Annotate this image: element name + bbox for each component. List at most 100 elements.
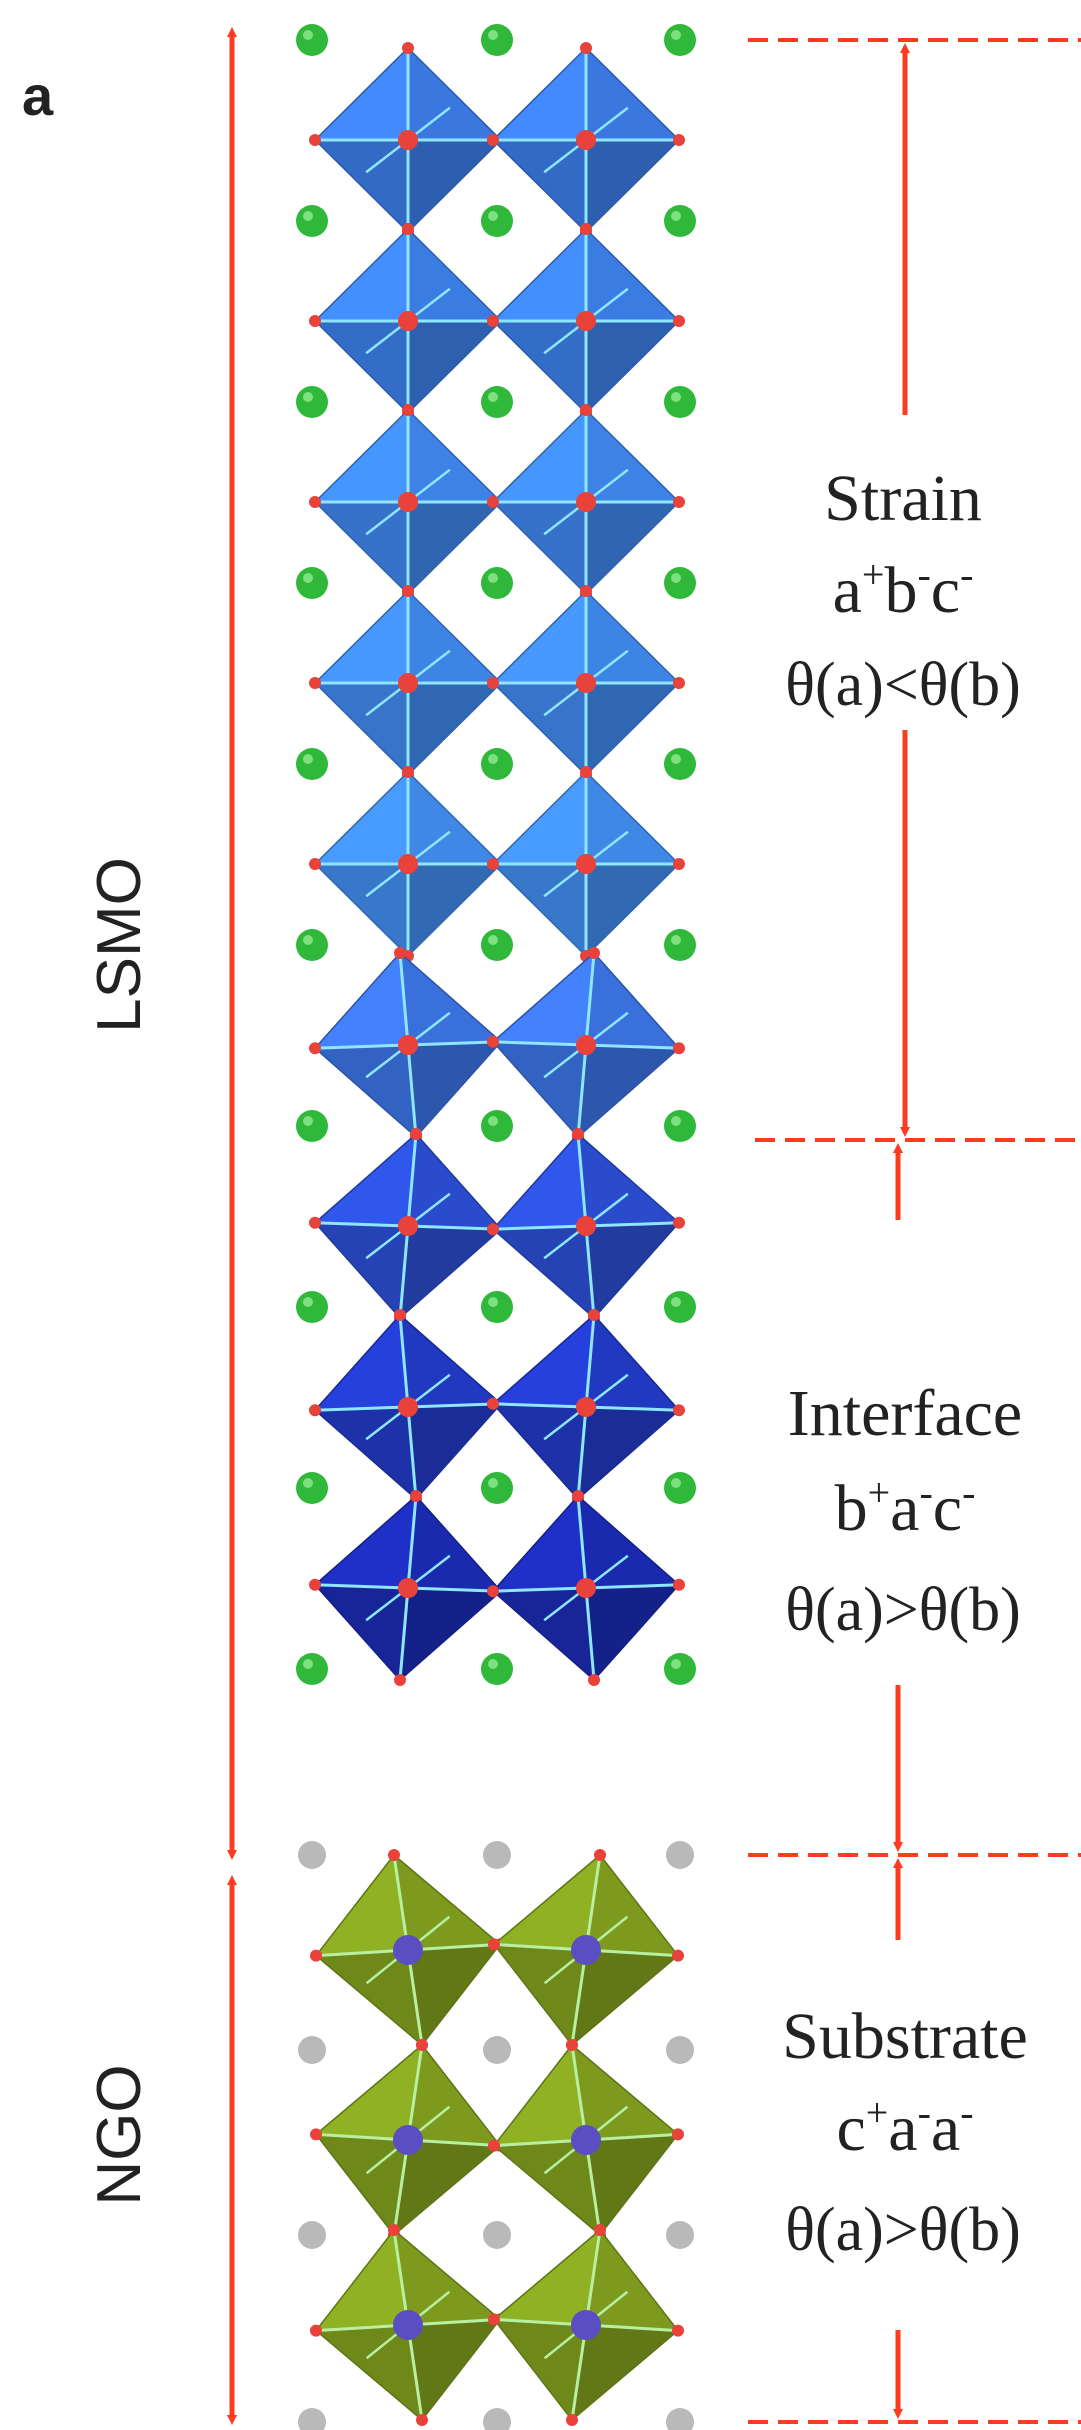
strain-title: Strain xyxy=(824,462,982,535)
octahedron-face xyxy=(313,408,409,503)
octahedron-face xyxy=(407,2318,502,2422)
octahedron-face xyxy=(407,770,503,865)
bond xyxy=(584,1314,596,1408)
oxygen-atom xyxy=(673,134,685,146)
bond xyxy=(492,1040,587,1047)
octahedron-face xyxy=(577,1044,681,1139)
atom-highlight xyxy=(671,30,681,40)
a-site-atom xyxy=(481,386,513,418)
octahedron-face xyxy=(491,1494,587,1593)
oxygen-atom xyxy=(673,858,685,870)
oxygen-atom xyxy=(402,404,414,416)
a-site-atom xyxy=(298,2221,326,2249)
a-site-atom xyxy=(664,929,696,961)
oxygen-atom xyxy=(672,2324,684,2337)
bond xyxy=(570,2324,588,2421)
oxygen-atom xyxy=(588,1309,600,1321)
octahedron-face xyxy=(585,408,681,503)
bond xyxy=(392,2229,410,2326)
bond xyxy=(585,2132,679,2142)
bond xyxy=(406,2324,424,2421)
octahedron-face xyxy=(313,1494,417,1589)
a-site-atom xyxy=(481,1472,513,1504)
a-site-atom xyxy=(483,2408,511,2430)
octahedron-face xyxy=(313,1406,417,1501)
bond xyxy=(392,1854,410,1951)
a-site-atom xyxy=(483,2221,511,2249)
atom-highlight xyxy=(488,573,498,583)
bond xyxy=(406,1133,418,1227)
oxygen-atom xyxy=(487,1585,499,1598)
atom-highlight xyxy=(303,211,313,221)
bond xyxy=(407,2138,501,2148)
a-site-atom xyxy=(296,205,328,237)
oxygen-atom xyxy=(309,677,321,689)
b-site-atom xyxy=(571,2310,601,2340)
oxygen-atom xyxy=(594,2224,606,2236)
bond xyxy=(314,1405,409,1412)
b-site-atom xyxy=(393,2125,423,2155)
octahedron-face xyxy=(313,1044,417,1139)
octahedron-face xyxy=(399,1313,503,1408)
bond xyxy=(407,1586,502,1593)
b-site-atom xyxy=(398,311,418,331)
oxygen-atom xyxy=(580,42,592,54)
a-site-atom xyxy=(296,1110,328,1142)
bond xyxy=(492,1586,587,1593)
bond xyxy=(584,1854,602,1951)
octahedron-face xyxy=(577,1132,681,1227)
oxygen-atom xyxy=(572,1128,584,1140)
a-site-atom xyxy=(664,24,696,56)
b-site-atom xyxy=(571,2125,601,2155)
octahedron-face xyxy=(585,227,681,322)
bond xyxy=(493,2317,587,2327)
oxygen-atom xyxy=(566,2414,578,2426)
octahedron-face xyxy=(491,1313,595,1408)
oxygen-atom xyxy=(672,2128,684,2141)
oxygen-atom xyxy=(487,677,499,689)
b-site-atom xyxy=(571,1935,601,1965)
bond xyxy=(493,2138,587,2148)
octahedron-face xyxy=(313,1313,409,1412)
a-site-atom xyxy=(296,386,328,418)
bond xyxy=(398,1587,410,1681)
octahedron-face xyxy=(491,408,587,503)
oxygen-atom xyxy=(487,496,499,508)
a-site-atom xyxy=(664,386,696,418)
atom-highlight xyxy=(671,1659,681,1669)
oxygen-atom xyxy=(410,1490,422,1502)
b-site-atom xyxy=(398,1578,418,1598)
oxygen-atom xyxy=(309,1216,321,1229)
b-site-atom xyxy=(576,673,596,693)
a-site-atom xyxy=(298,2408,326,2430)
a-site-atom xyxy=(664,748,696,780)
a-site-atom xyxy=(483,1841,511,1869)
octahedron-face xyxy=(313,682,409,777)
a-site-atom xyxy=(664,205,696,237)
bond xyxy=(570,1949,588,2046)
substrate-rotation-pattern: c+a-a- xyxy=(836,2090,973,2165)
oxygen-atom xyxy=(394,1309,406,1321)
oxygen-atom xyxy=(309,1404,321,1417)
b-site-atom xyxy=(398,673,418,693)
oxygen-atom xyxy=(402,223,414,235)
octahedron-face xyxy=(577,1406,681,1501)
oxygen-atom xyxy=(673,1042,685,1055)
a-site-atom xyxy=(298,2036,326,2064)
oxygen-atom xyxy=(310,2324,322,2337)
oxygen-atom xyxy=(673,1578,685,1591)
a-site-atom xyxy=(664,567,696,599)
bond xyxy=(584,1225,596,1319)
bond xyxy=(314,1583,409,1590)
octahedron-face xyxy=(492,2043,587,2147)
atom-highlight xyxy=(303,573,313,583)
oxygen-atom xyxy=(673,1404,685,1417)
atom-highlight xyxy=(671,935,681,945)
octahedron-face xyxy=(313,1132,417,1227)
a-site-atom xyxy=(481,567,513,599)
b-site-atom xyxy=(576,492,596,512)
bond xyxy=(585,1948,679,1958)
bond xyxy=(585,2323,679,2333)
bond xyxy=(398,1225,410,1319)
oxygen-atom xyxy=(402,766,414,778)
